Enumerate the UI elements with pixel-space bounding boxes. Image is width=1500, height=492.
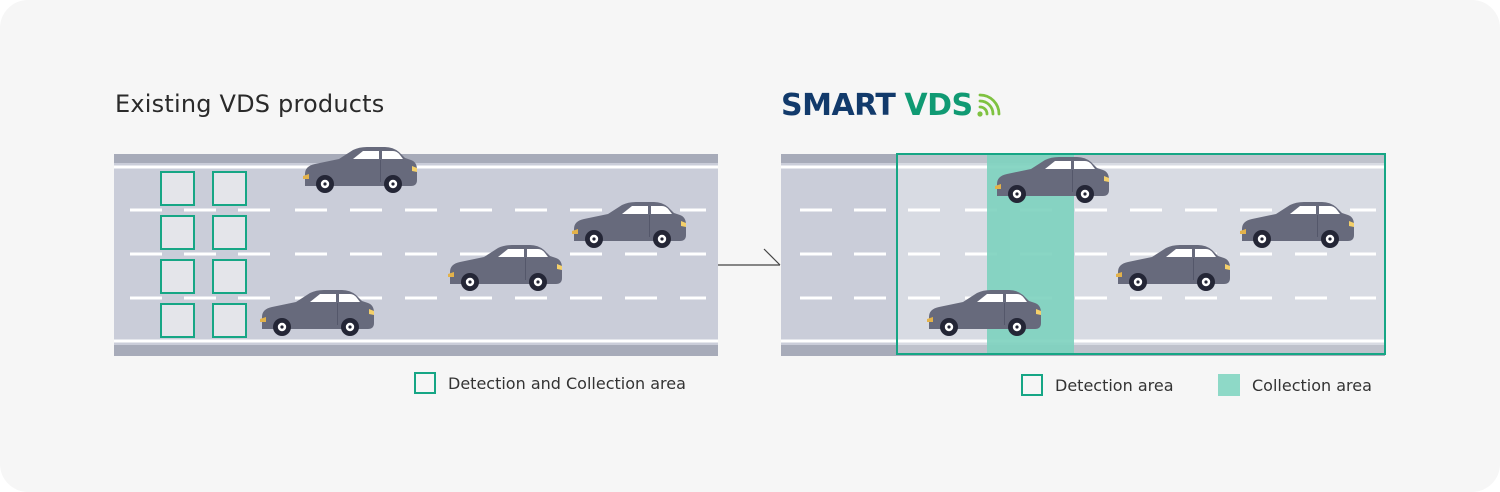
detection-square <box>213 172 246 205</box>
legend-outline-swatch <box>414 372 436 394</box>
detection-square <box>213 304 246 337</box>
legend-detection-collection: Detection and Collection area <box>414 372 686 394</box>
legend-label: Detection and Collection area <box>448 374 686 393</box>
existing-road <box>114 154 718 356</box>
detection-square <box>161 304 194 337</box>
legend-collection: Collection area <box>1218 374 1372 396</box>
legend-label: Collection area <box>1252 376 1372 395</box>
detection-square <box>161 172 194 205</box>
arrow-connector-icon <box>718 249 780 265</box>
legend-outline-swatch <box>1021 374 1043 396</box>
legend-detection: Detection area <box>1021 374 1174 396</box>
legend-label: Detection area <box>1055 376 1174 395</box>
legend-fill-swatch <box>1218 374 1240 396</box>
detection-square <box>213 260 246 293</box>
detection-square <box>213 216 246 249</box>
detection-square <box>161 260 194 293</box>
detection-square <box>161 216 194 249</box>
